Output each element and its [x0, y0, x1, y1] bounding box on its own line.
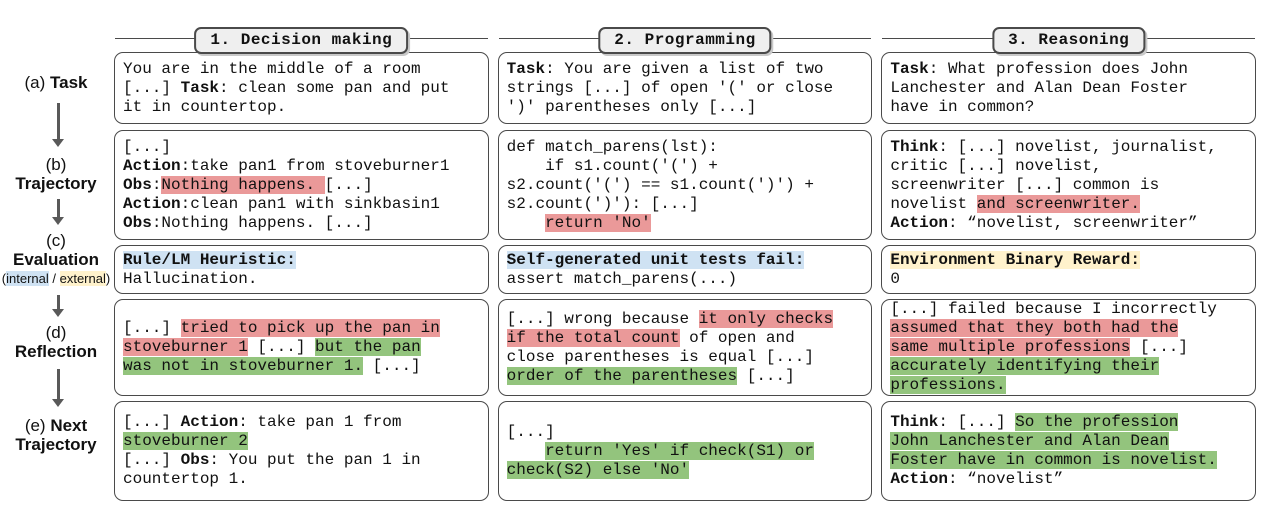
- trajectory-box: def match_parens(lst): if s1.count('(') …: [497, 130, 873, 240]
- stage-prefix: (a): [24, 73, 50, 92]
- stage-word: Trajectory: [15, 435, 97, 454]
- stage-rail: (a) Task (b)Trajectory (c)Evaluation(int…: [0, 0, 112, 514]
- column-header-tab: 1. Decision making: [194, 27, 409, 54]
- reflection-box: [...] wrong because it only checks if th…: [497, 299, 873, 396]
- evaluation-box: Rule/LM Heuristic: Hallucination.: [114, 245, 489, 294]
- column-reasoning: 3. Reasoning Task: What profession does …: [881, 26, 1257, 501]
- stage-prefix: (d): [45, 323, 67, 342]
- stage-sublabel-evaluation-type: (internal / external): [1, 271, 111, 286]
- column-header-row: 1. Decision making: [114, 26, 489, 54]
- stage-word: Trajectory: [15, 174, 97, 193]
- task-box: You are in the middle of a room [...] Ta…: [114, 52, 489, 124]
- stage-word: Reflection: [14, 342, 98, 361]
- stage-label-trajectory: (b)Trajectory: [0, 155, 112, 193]
- task-box: Task: What profession does John Lanchest…: [881, 52, 1257, 124]
- column-header-tab: 3. Reasoning: [992, 27, 1146, 54]
- trajectory-box: Think: [...] novelist, journalist, criti…: [881, 130, 1257, 240]
- column-header-row: 2. Programming: [498, 26, 873, 54]
- flow-arrow: [52, 199, 64, 225]
- stage-label-task: (a) Task: [0, 73, 112, 92]
- stage-label-reflection: (d)Reflection: [0, 323, 112, 361]
- stage-prefix: (b): [45, 155, 67, 174]
- next-trajectory-box: Think: [...] So the profession John Lanc…: [881, 401, 1257, 501]
- flow-arrow: [52, 295, 64, 317]
- column-decision-making: 1. Decision making You are in the middle…: [114, 26, 489, 501]
- reflection-box: [...] tried to pick up the pan in stoveb…: [114, 299, 489, 396]
- next-trajectory-box: [...] Action: take pan 1 from stoveburne…: [114, 401, 489, 501]
- flow-arrow: [52, 103, 64, 147]
- stage-word: Evaluation: [13, 250, 99, 269]
- stage-prefix: (e): [24, 416, 51, 435]
- column-programming: 2. Programming Task: You are given a lis…: [497, 26, 873, 501]
- internal-label: internal: [6, 271, 49, 286]
- task-box: Task: You are given a list of two string…: [497, 52, 873, 124]
- column-header-tab: 2. Programming: [598, 27, 772, 54]
- evaluation-box: Environment Binary Reward: 0: [881, 245, 1257, 294]
- stage-label-evaluation: (c)Evaluation (internal / external): [0, 231, 112, 287]
- stage-word: Task: [50, 73, 88, 92]
- columns-container: 1. Decision making You are in the middle…: [112, 0, 1286, 501]
- flow-arrow: [52, 369, 64, 407]
- external-label: external: [59, 271, 106, 286]
- column-header-row: 3. Reasoning: [881, 26, 1256, 54]
- trajectory-box: [...] Action:take pan1 from stoveburner1…: [114, 130, 489, 240]
- next-trajectory-box: [...] return 'Yes' if check(S1) or check…: [497, 401, 873, 501]
- evaluation-box: Self-generated unit tests fail: assert m…: [497, 245, 873, 294]
- reflection-box: [...] failed because I incorrectly assum…: [881, 299, 1257, 396]
- stage-word: Next: [50, 416, 88, 435]
- stage-prefix: (c): [46, 231, 66, 250]
